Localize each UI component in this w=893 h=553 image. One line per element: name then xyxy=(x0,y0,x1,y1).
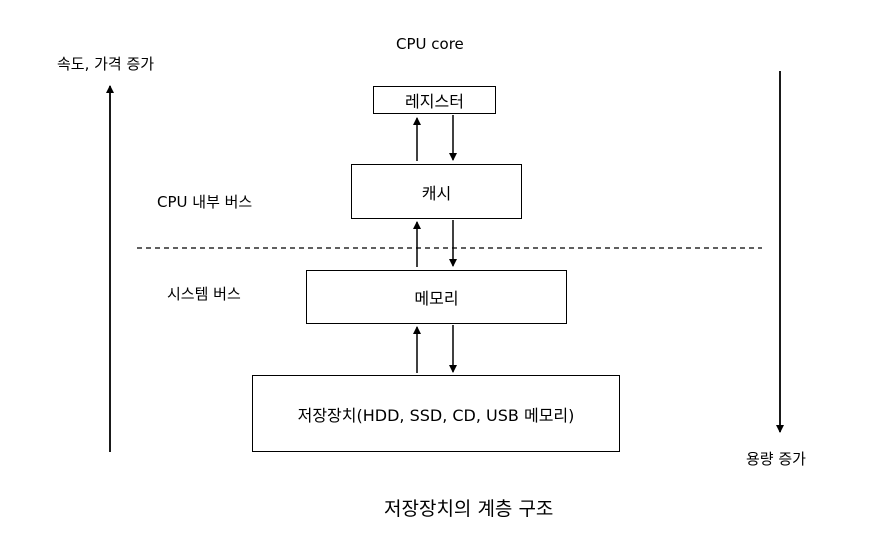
memory-box: 메모리 xyxy=(306,270,567,324)
register-box-label: 레지스터 xyxy=(405,92,464,111)
cache-box: 캐시 xyxy=(351,164,522,219)
storage-box: 저장장치(HDD, SSD, CD, USB 메모리) xyxy=(252,375,620,452)
speed-cost-label: 속도, 가격 증가 xyxy=(57,55,155,73)
register-box: 레지스터 xyxy=(373,86,496,114)
system-bus-label: 시스템 버스 xyxy=(167,285,241,303)
cpu-core-label: CPU core xyxy=(396,35,464,53)
diagram-caption: 저장장치의 계층 구조 xyxy=(384,498,554,520)
capacity-label: 용량 증가 xyxy=(746,450,806,468)
storage-box-label: 저장장치(HDD, SSD, CD, USB 메모리) xyxy=(297,405,575,425)
cpu-internal-bus-label: CPU 내부 버스 xyxy=(157,193,253,211)
cache-box-label: 캐시 xyxy=(421,183,452,203)
memory-box-label: 메모리 xyxy=(414,289,459,308)
